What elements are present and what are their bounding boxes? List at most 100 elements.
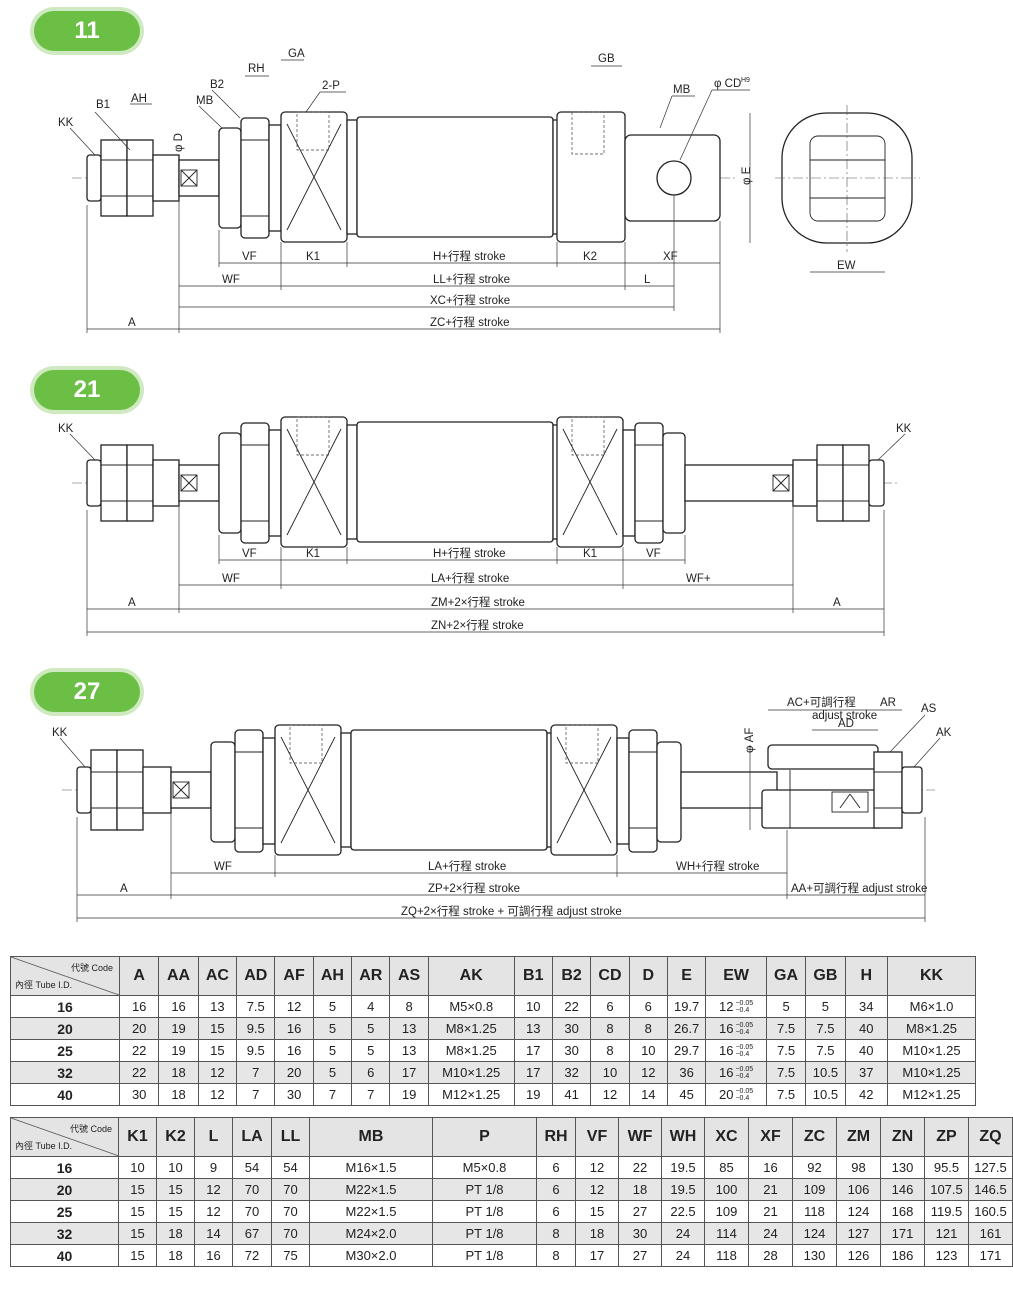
table-cell: 13 (513, 1017, 553, 1040)
table-cell: M8×1.25 (427, 1017, 515, 1040)
label-RH: RH (248, 63, 265, 75)
table-cell: M16×1.5 (309, 1156, 433, 1179)
table-cell: 37 (844, 1061, 888, 1084)
table-cell: 18 (156, 1244, 195, 1267)
table-cell: 124 (792, 1222, 837, 1245)
ew-tolerance-lower: −0.4 (735, 1095, 750, 1103)
table-cell: 16 (748, 1156, 793, 1179)
table-cell: PT 1/8 (432, 1178, 537, 1201)
label-WF: WF (222, 573, 240, 585)
label-L: L (644, 274, 651, 286)
table-cell: 32 (551, 1061, 592, 1084)
ew-tolerance: −0.05−0.4 (735, 1000, 753, 1014)
label-E: φ E (741, 166, 753, 185)
table-cell: 12 (575, 1178, 619, 1201)
table-cell: 14 (628, 1083, 668, 1106)
table-cell: M6×1.0 (886, 995, 977, 1018)
section-badge-21: 21 (34, 370, 140, 410)
table-cell: 28 (748, 1244, 793, 1267)
table-cell: 7.5 (765, 1039, 807, 1062)
ew-tolerance: −0.05−0.4 (735, 1044, 753, 1058)
table1-header-as: AS (389, 956, 429, 996)
ew-tolerance-upper: −0.05 (735, 1000, 754, 1008)
label-AC: AC+可調行程 (787, 695, 856, 709)
ew-value: 16 (719, 1064, 734, 1080)
table-cell: 168 (880, 1200, 925, 1223)
ew-tolerance: −0.05−0.4 (735, 1022, 753, 1036)
table-cell: 75 (271, 1244, 310, 1267)
label-ZC: ZC+行程 stroke (430, 316, 510, 329)
bore-cell: 40 (9, 1083, 121, 1106)
label-XF: XF (663, 251, 678, 263)
label-GA: GA (288, 48, 305, 60)
label-EW: EW (837, 260, 856, 272)
table-cell: 30 (119, 1083, 160, 1106)
table-cell: M5×0.8 (432, 1156, 537, 1179)
table-cell: 4 (351, 995, 391, 1018)
table-cell: 27 (618, 1200, 662, 1223)
table-cell: 18 (618, 1178, 662, 1201)
table2-header-rh: RH (536, 1117, 576, 1157)
table-cell: 30 (618, 1222, 662, 1245)
table-cell: 12 (590, 1083, 630, 1106)
label-VF: VF (242, 251, 257, 263)
table1-corner-bore: 內徑 Tube I.D. (15, 980, 73, 990)
table-cell: 15 (156, 1200, 195, 1223)
table-cell: 17 (513, 1039, 553, 1062)
table-cell: 8 (590, 1039, 630, 1062)
table-cell: 119.5 (924, 1200, 969, 1223)
table-cell: 29.7 (666, 1039, 707, 1062)
table-cell: 7.5 (805, 1039, 846, 1062)
label-AC-adjust: adjust stroke (812, 710, 877, 722)
ew-tolerance-upper: −0.05 (735, 1044, 754, 1052)
section-badge-11: 11 (34, 11, 140, 51)
label-K1-right: K1 (583, 548, 597, 560)
label-XC: XC+行程 stroke (430, 294, 510, 307)
table2-header-p: P (432, 1117, 537, 1157)
table-cell: 34 (844, 995, 888, 1018)
label-KK: KK (52, 727, 68, 739)
table-cell: 6 (536, 1156, 576, 1179)
table-cell: 12 (628, 1061, 668, 1084)
label-ZM: ZM+2×行程 stroke (431, 596, 525, 609)
table-cell: 130 (880, 1156, 925, 1179)
table-cell: 118 (704, 1244, 749, 1267)
label-AD: AD (838, 718, 854, 730)
table-cell: 10.5 (805, 1061, 846, 1084)
table-cell: M8×1.25 (886, 1017, 977, 1040)
table-cell: 22 (119, 1061, 160, 1084)
label-A: A (120, 883, 128, 895)
ew-tolerance-upper: −0.05 (735, 1066, 754, 1074)
label-LL: LL+行程 stroke (433, 273, 510, 286)
table-cell: 16−0.05−0.4 (705, 1017, 767, 1040)
label-KK-left: KK (58, 423, 74, 435)
label-AS: AS (921, 703, 937, 715)
table-cell: 7.5 (765, 1083, 807, 1106)
table-cell: 161 (968, 1222, 1013, 1245)
table-cell: 17 (575, 1244, 619, 1267)
table2-header-ll: LL (271, 1117, 310, 1157)
table2-header-zq: ZQ (968, 1117, 1013, 1157)
table-cell: PT 1/8 (432, 1244, 537, 1267)
bore-cell: 20 (9, 1017, 121, 1040)
table-cell: 121 (924, 1222, 969, 1245)
table1-header-b2: B2 (551, 956, 592, 996)
table-cell: 10.5 (805, 1083, 846, 1106)
table-cell: 22.5 (661, 1200, 705, 1223)
table-cell: 13 (197, 995, 238, 1018)
table-cell: 9.5 (236, 1039, 276, 1062)
table-cell: 30 (551, 1017, 592, 1040)
label-WF-plus: WF+ (686, 573, 711, 585)
table-cell: 10 (156, 1156, 195, 1179)
table-cell: 19 (389, 1083, 429, 1106)
table-cell: 16 (274, 1017, 314, 1040)
table-cell: 109 (704, 1200, 749, 1223)
table-cell: 72 (232, 1244, 272, 1267)
table-cell: 7 (312, 1083, 353, 1106)
ew-tolerance-lower: −0.4 (735, 1073, 750, 1081)
